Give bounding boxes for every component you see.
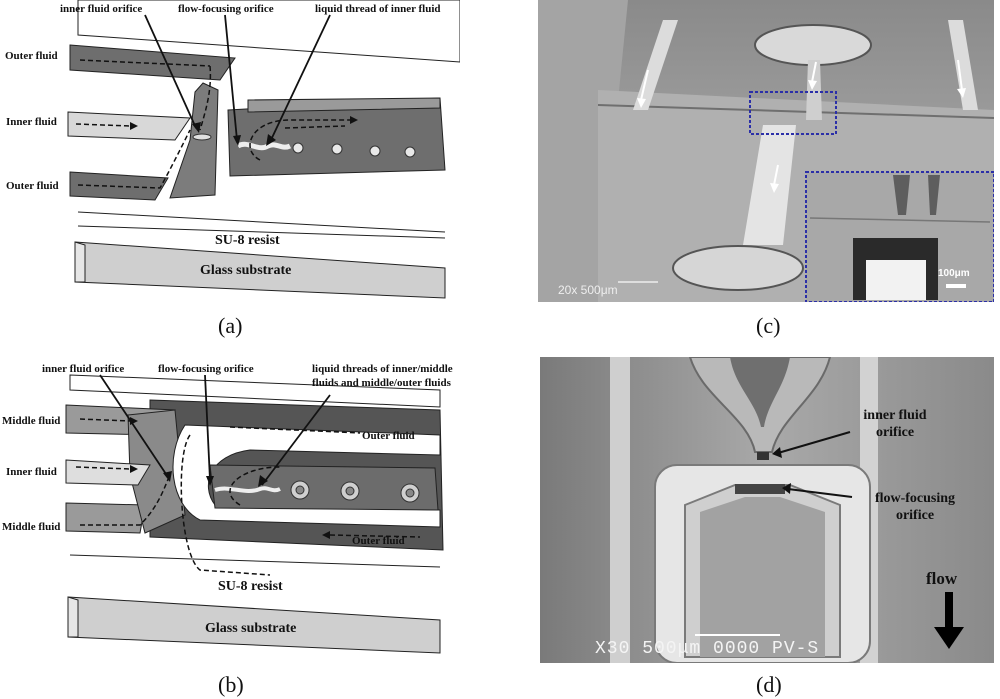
panel-b-drawing [65, 374, 444, 654]
channel-outer-fluid-bottom: Outer fluid [352, 535, 405, 547]
callout-b-flow-focusing-orifice: flow-focusing orifice [158, 363, 254, 375]
caption-b: (b) [218, 672, 244, 697]
caption-a: (a) [218, 313, 243, 338]
double-emulsion-droplets [290, 480, 420, 503]
layer-b-su8: SU-8 resist [218, 579, 283, 594]
callout-inner-fluid-orifice: inner fluid orifice [60, 3, 143, 15]
panel-c-scale-main: 20x 500μm [558, 283, 618, 297]
inlet-middle-fluid-bottom: Middle fluid [2, 521, 61, 533]
panel-a-drawing [67, 0, 460, 299]
layer-su8: SU-8 resist [215, 233, 280, 248]
panel-a: inner fluid orifice flow-focusing orific… [0, 0, 460, 340]
label-flow: flow [926, 569, 958, 588]
inlet-b-inner-fluid: Inner fluid [6, 466, 57, 478]
caption-c: (c) [756, 313, 781, 338]
label-inner-fluid-line1: inner fluid [863, 408, 927, 423]
panel-c-sem-image: 20x 500μm 100μm [538, 0, 994, 302]
inlet-outer-fluid-bottom: Outer fluid [6, 180, 59, 192]
label-inner-fluid-orifice: inner fluid orifice [840, 407, 950, 441]
label-flow-focusing-line2: orifice [895, 508, 935, 523]
panel-d-drawing [540, 357, 994, 663]
callout-flow-focusing-orifice: flow-focusing orifice [178, 3, 274, 15]
label-inner-fluid-line2: orifice [875, 425, 915, 440]
panel-c-drawing [538, 0, 994, 302]
panel-d-scale-bar: X30 500μm 0000 PV-S [595, 639, 820, 659]
panel-c-scale-inset: 100μm [938, 268, 970, 279]
callout-b-inner-fluid-orifice: inner fluid orifice [42, 363, 125, 375]
label-flow-focusing-orifice: flow-focusing orifice [850, 490, 980, 524]
callout-liquid-thread: liquid thread of inner fluid [315, 3, 441, 15]
label-flow-focusing-line1: flow-focusing [874, 491, 956, 506]
layer-glass: Glass substrate [200, 263, 292, 278]
layer-b-glass: Glass substrate [205, 621, 297, 636]
inlet-middle-fluid-top: Middle fluid [2, 415, 61, 427]
inlet-outer-fluid-top: Outer fluid [5, 50, 58, 62]
panel-c-inset [805, 171, 994, 302]
inlet-inner-fluid: Inner fluid [6, 116, 57, 128]
channel-outer-fluid-top: Outer fluid [362, 430, 415, 442]
caption-d: (d) [756, 672, 782, 697]
callout-b-liquid-threads-line2: fluids and middle/outer fluids [312, 377, 451, 389]
callout-b-liquid-threads-line1: liquid threads of inner/middle [312, 363, 453, 375]
panel-d-sem-image: inner fluid orifice flow-focusing orific… [540, 357, 994, 663]
panel-b: inner fluid orifice flow-focusing orific… [0, 355, 460, 675]
